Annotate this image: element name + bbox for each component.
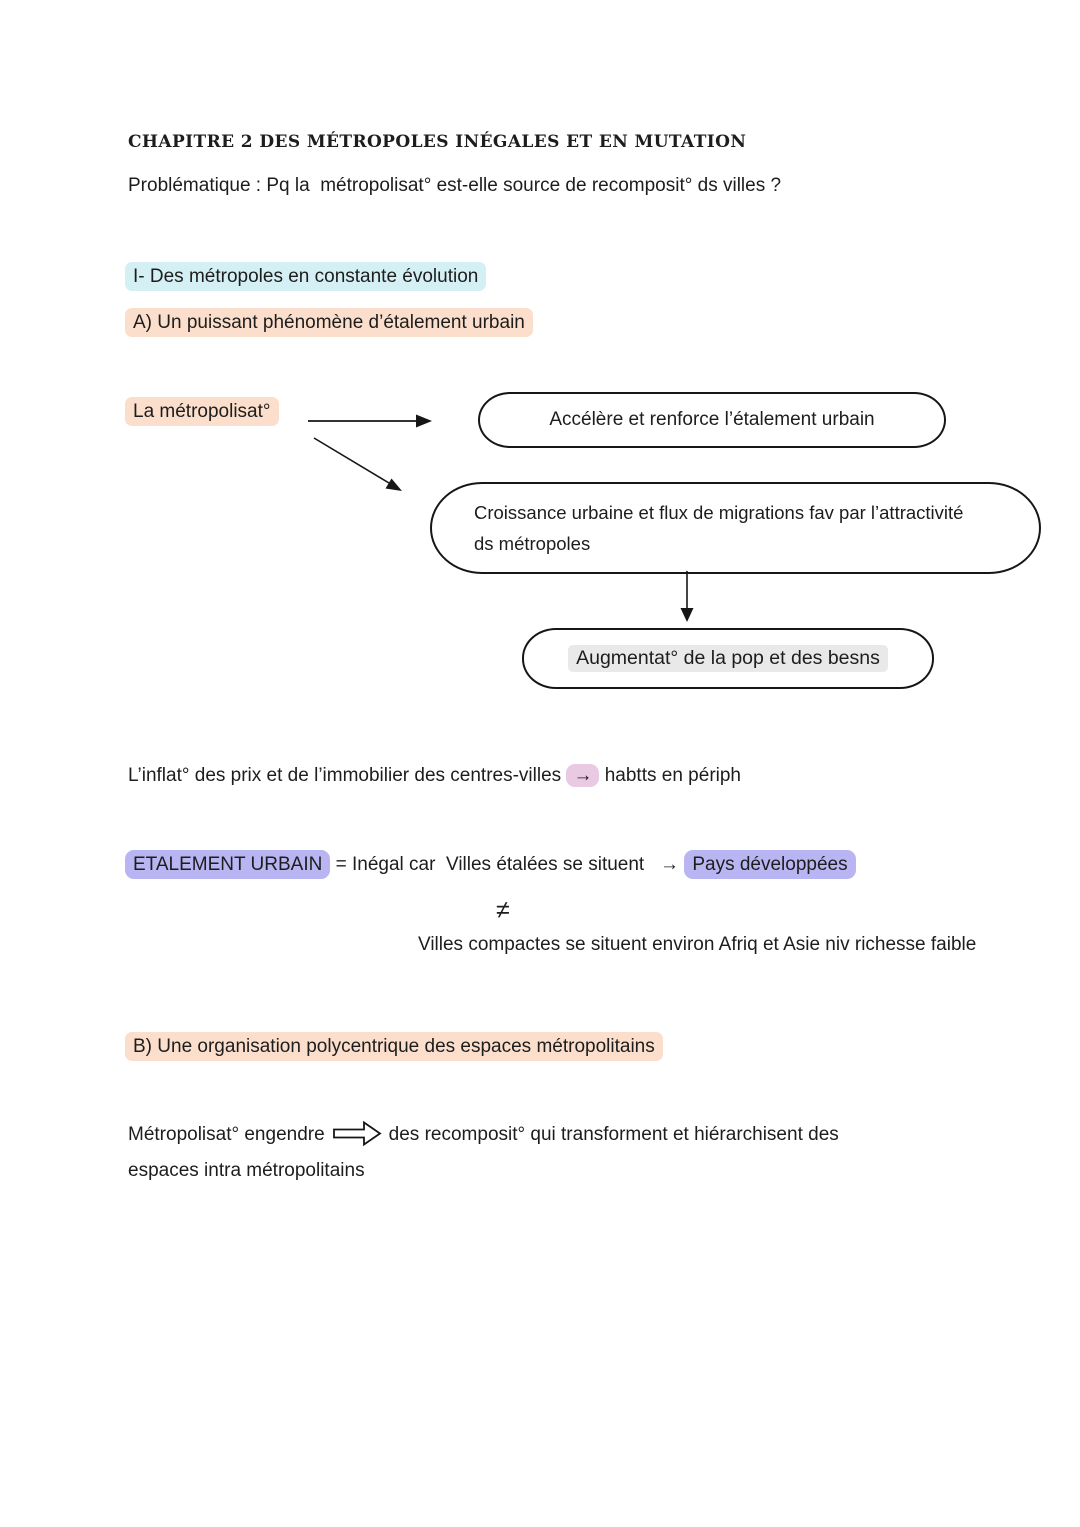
inflation-line: L’inflat° des prix et de l’immobilier de… [128,762,741,790]
etalement-middle-text: = Inégal car Villes étalées se situent → [330,854,685,875]
section-heading-I: I- Des métropoles en constante évolution [125,262,487,291]
villes-compactes-line: Villes compactes se situent environ Afri… [418,934,977,955]
etalement-line: ETALEMENT URBAIN = Inégal car Villes éta… [125,850,856,879]
metropolisation-line2: espaces intra métropolitains [128,1160,365,1181]
oval-croissance: Croissance urbaine et flux de migrations… [430,482,1041,574]
inflation-text-before: L’inflat° des prix et de l’immobilier de… [128,765,567,786]
section-heading-A-wrap: A) Un puissant phénomène d’étalement urb… [125,308,533,337]
diagram-source-label-wrap: La métropolisat° [125,397,279,426]
metropolisation-text-before: Métropolisat° engendre [128,1124,325,1145]
oval-accelere: Accélère et renforce l’étalement urbain [478,392,946,448]
arrow-right-pink-icon: → [566,764,600,787]
not-equal-symbol: ≠ [496,896,510,924]
diagram-source-label: La métropolisat° [125,397,279,426]
etalement-pays-highlight: Pays développées [684,850,856,879]
chapter-title: CHAPITRE 2 DES MÉTROPOLES INÉGALES ET EN… [128,132,747,152]
arrow-down-icon [680,571,694,622]
section-heading-A: A) Un puissant phénomène d’étalement urb… [125,308,533,337]
oval-augmentation: Augmentat° de la pop et des besns [522,628,934,689]
inflation-text-after: habtts en périph [599,765,741,786]
section-heading-B-wrap: B) Une organisation polycentrique des es… [125,1032,663,1061]
arrow-right-icon [308,414,432,428]
block-arrow-right-icon [332,1120,382,1147]
oval-croissance-text: Croissance urbaine et flux de migrations… [474,497,963,559]
oval-croissance-line2: ds métropoles [474,533,591,554]
metropolisation-line: Métropolisat° engendre des recomposit° q… [128,1120,839,1149]
problematique-line: Problématique : Pq la métropolisat° est-… [128,175,782,196]
oval-augmentation-text: Augmentat° de la pop et des besns [568,645,888,672]
arrow-diagonal-icon [313,437,402,491]
section-heading-B: B) Une organisation polycentrique des es… [125,1032,663,1061]
oval-croissance-line1: Croissance urbaine et flux de migrations… [474,502,964,523]
metropolisation-text-after: des recomposit° qui transforment et hiér… [388,1124,839,1145]
etalement-term: ETALEMENT URBAIN [125,850,331,879]
section-heading-I-wrap: I- Des métropoles en constante évolution [125,262,487,291]
oval-accelere-text: Accélère et renforce l’étalement urbain [549,409,875,430]
